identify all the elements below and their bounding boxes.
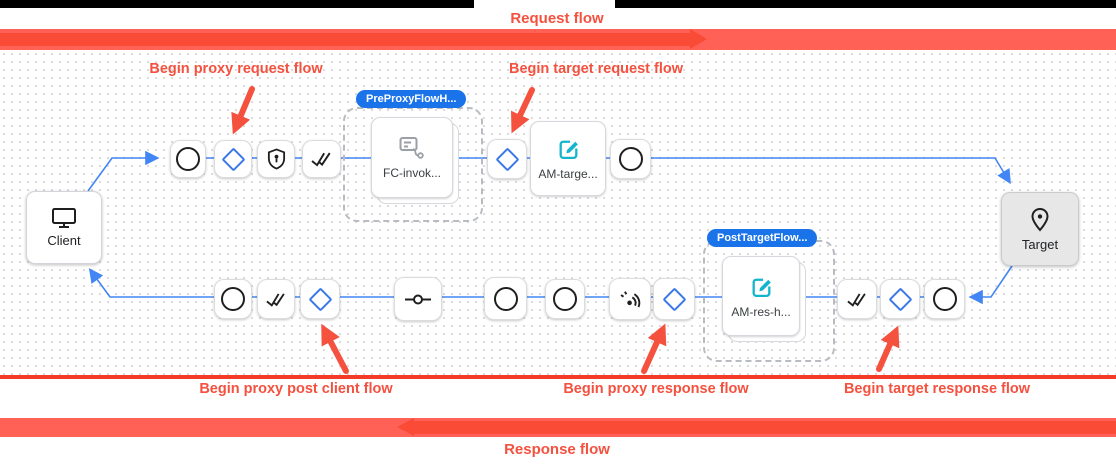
commit-icon: [405, 294, 431, 304]
request-flow-arrowhead-icon: [690, 29, 707, 49]
flow-editor-canvas: [0, 50, 1116, 375]
circle-icon: [221, 287, 245, 311]
target-response-step-node[interactable]: [924, 279, 965, 319]
fc-invoke-label: FC-invok...: [382, 165, 441, 180]
target-node[interactable]: Target: [1001, 192, 1079, 266]
pin-icon: [1031, 207, 1049, 231]
response-flow-title: Response flow: [504, 441, 610, 458]
circle-icon: [493, 286, 518, 311]
monitor-icon: [52, 208, 76, 228]
response-flow-arrow-body: [414, 421, 1116, 434]
begin-proxy-post-client-node[interactable]: [300, 279, 340, 319]
top-black-bar-left: [0, 0, 474, 8]
flow-callout-icon: [399, 136, 424, 159]
request-flow-title: Request flow: [510, 10, 604, 27]
top-black-bar-right: [615, 0, 1116, 8]
request-flow-arrow-body: [0, 33, 690, 46]
client-node[interactable]: Client: [26, 191, 102, 264]
client-node-label: Client: [47, 233, 81, 248]
response-flow-bar: [0, 418, 1116, 437]
connector-step-node[interactable]: [394, 277, 442, 321]
double-check-icon: [310, 152, 331, 167]
response-end-step-node[interactable]: [214, 279, 252, 319]
diamond-icon: [220, 146, 246, 172]
pre-proxy-flow-hook-badge[interactable]: PreProxyFlowH...: [356, 90, 467, 108]
circle-icon: [176, 147, 200, 171]
signal-waves-icon: [619, 290, 640, 307]
am-target-policy-card[interactable]: AM-targe...: [530, 121, 606, 196]
label-begin-target-response: Begin target response flow: [843, 381, 1031, 397]
target-node-label: Target: [1021, 236, 1059, 252]
response-step-node[interactable]: [484, 277, 527, 320]
begin-target-response-node[interactable]: [880, 279, 920, 319]
begin-target-request-node[interactable]: [487, 139, 527, 179]
target-response-double-check-node[interactable]: [837, 279, 877, 319]
security-step-node[interactable]: [257, 140, 295, 178]
diamond-icon: [307, 286, 333, 312]
response-step-node[interactable]: [545, 279, 585, 319]
target-request-step-node[interactable]: [610, 139, 651, 179]
double-check-icon: [265, 292, 285, 307]
circle-icon: [618, 147, 643, 171]
label-begin-proxy-response: Begin proxy response flow: [563, 381, 749, 397]
request-step-node[interactable]: [170, 140, 206, 178]
diamond-icon: [494, 146, 520, 172]
post-target-flow-hook-badge[interactable]: PostTargetFlow...: [707, 229, 818, 247]
double-check-step-node[interactable]: [302, 140, 341, 178]
response-flow-arrowhead-icon: [397, 418, 414, 436]
request-flow-bar: [0, 29, 1116, 50]
label-begin-target-request: Begin target request flow: [508, 61, 684, 77]
shield-keyhole-icon: [267, 148, 285, 170]
begin-proxy-response-node[interactable]: [653, 278, 695, 320]
label-begin-proxy-post-client: Begin proxy post client flow: [199, 381, 393, 397]
diamond-icon: [661, 286, 687, 312]
diamond-icon: [887, 286, 913, 312]
edit-square-icon: [559, 140, 578, 160]
am-response-policy-card[interactable]: AM-res-h...: [722, 256, 800, 336]
label-begin-proxy-request: Begin proxy request flow: [149, 61, 323, 77]
fc-invoke-policy-card[interactable]: FC-invok...: [371, 117, 453, 198]
am-response-label: AM-res-h...: [731, 304, 791, 319]
circle-icon: [932, 287, 957, 311]
edit-square-icon: [752, 278, 771, 297]
signal-step-node[interactable]: [609, 278, 651, 320]
circle-icon: [553, 287, 577, 311]
pre-proxy-flow-hook-group: [343, 107, 483, 222]
am-target-label: AM-targe...: [538, 167, 598, 181]
canvas-bottom-red-line: [0, 375, 1116, 379]
begin-proxy-request-node[interactable]: [214, 140, 252, 178]
response-double-check-node[interactable]: [257, 279, 295, 319]
double-check-icon: [846, 292, 866, 307]
